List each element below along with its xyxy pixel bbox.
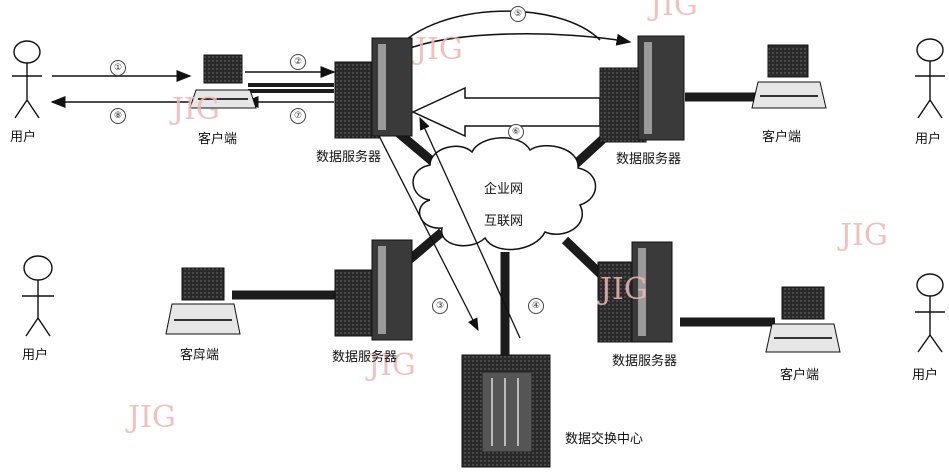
step-2-marker: ② (290, 54, 306, 70)
watermark-7: JIG (128, 400, 176, 435)
client-label-br: 客户端 (780, 364, 819, 383)
step-1-marker: ① (110, 60, 126, 76)
watermark-5: JIG (600, 272, 648, 307)
client-server-thick-links (248, 85, 334, 91)
server-label-br: 数据服务器 (612, 350, 677, 369)
exchange-center-label: 数据交换中心 (565, 428, 643, 447)
watermark-3: JIG (415, 32, 463, 67)
arrow-step6 (413, 88, 600, 136)
user-figure-bl (22, 256, 54, 336)
user-label-tl: 用户 (10, 126, 36, 145)
user-figure-tr (915, 39, 945, 118)
step-8-marker: ⑧ (110, 108, 126, 124)
step-6-marker: ⑥ (508, 124, 524, 140)
server-tl (335, 38, 412, 138)
client-label-bl: 客戽端 (180, 344, 219, 363)
step-5-marker: ⑤ (510, 6, 526, 22)
user-label-tr: 用户 (915, 128, 941, 147)
server-label-bl: 数据服务器 (332, 346, 397, 365)
server-label-tl: 数据服务器 (316, 146, 381, 165)
cloud-label-internet: 互联网 (484, 210, 523, 229)
step-7-marker: ⑦ (290, 108, 306, 124)
watermark-1: JIG (650, 0, 698, 23)
watermark-2: JIG (172, 92, 220, 127)
server-tr (600, 36, 684, 142)
client-label-tr: 客户端 (762, 126, 801, 145)
client-br (766, 287, 840, 352)
user-figure-br (915, 274, 945, 352)
watermark-4: JIG (840, 218, 888, 253)
client-label-tl: 客户端 (198, 128, 237, 147)
cloud-label-enterprise: 企业网 (484, 178, 523, 197)
user-label-bl: 用户 (22, 344, 48, 363)
user-figure-tl (12, 41, 42, 118)
server-bl (335, 240, 412, 340)
step-4-marker: ④ (528, 298, 544, 314)
exchange-center-cabinet (462, 355, 550, 467)
server-label-tr: 数据服务器 (616, 148, 681, 167)
client-bl (166, 268, 240, 334)
step-3-marker: ③ (432, 298, 448, 314)
client-tr (752, 45, 826, 108)
user-label-br: 用户 (912, 364, 938, 383)
